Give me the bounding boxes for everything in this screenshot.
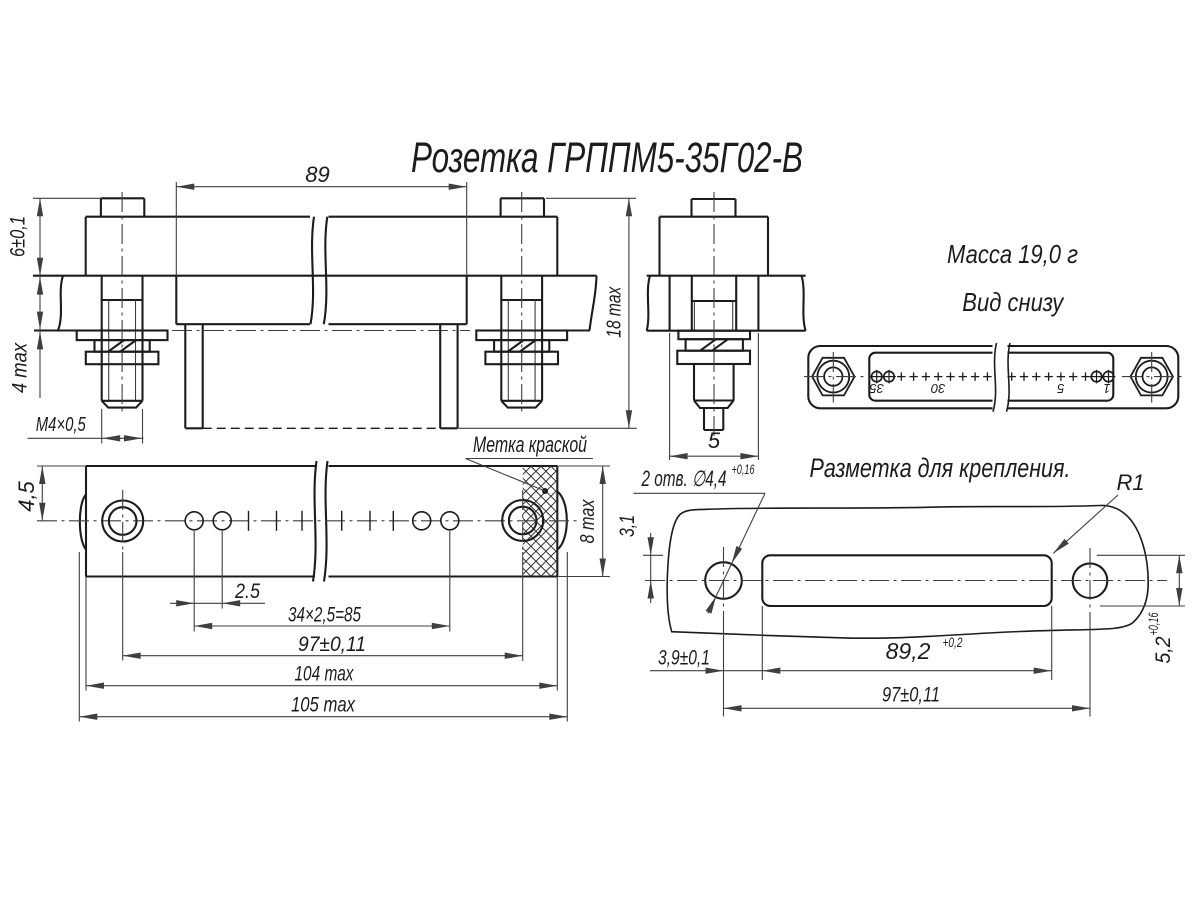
svg-text:97±0,11: 97±0,11 — [298, 633, 366, 656]
svg-text:3,1: 3,1 — [616, 515, 639, 537]
svg-text:97±0,11: 97±0,11 — [882, 684, 940, 707]
svg-text:3,9±0,1: 3,9±0,1 — [658, 647, 710, 670]
svg-text:104 max: 104 max — [295, 663, 355, 686]
svg-text:5,2: 5,2 — [1152, 636, 1175, 663]
svg-text:4,5: 4,5 — [14, 480, 39, 511]
svg-text:6±0,1: 6±0,1 — [7, 216, 30, 257]
svg-text:89,2: 89,2 — [886, 638, 931, 664]
svg-text:Масса 19,0 г: Масса 19,0 г — [947, 239, 1078, 269]
svg-text:30: 30 — [930, 381, 945, 396]
svg-text:Розетка ГРППМ5-35Г02-В: Розетка ГРППМ5-35Г02-В — [411, 134, 803, 182]
svg-text:R1: R1 — [1116, 470, 1144, 495]
svg-text:5: 5 — [708, 428, 721, 453]
svg-text:2.5: 2.5 — [234, 580, 260, 603]
svg-text:+0,16: +0,16 — [732, 461, 755, 477]
svg-text:5: 5 — [1057, 381, 1065, 396]
svg-text:89: 89 — [305, 162, 329, 187]
svg-text:18 max: 18 max — [604, 286, 626, 338]
svg-text:Метка краской: Метка краской — [473, 432, 587, 457]
svg-text:М4×0,5: М4×0,5 — [36, 414, 87, 436]
svg-text:+0,2: +0,2 — [943, 634, 963, 650]
svg-text:+0,16: +0,16 — [1145, 612, 1161, 635]
svg-text:4 max: 4 max — [9, 342, 32, 393]
svg-text:1: 1 — [1103, 381, 1110, 396]
svg-text:105 max: 105 max — [291, 694, 356, 717]
svg-text:Разметка для крепления.: Разметка для крепления. — [810, 453, 1071, 483]
svg-text:35: 35 — [869, 381, 884, 396]
svg-text:2 отв. ∅4,4: 2 отв. ∅4,4 — [641, 466, 727, 491]
svg-text:Вид снизу: Вид снизу — [962, 287, 1065, 317]
svg-text:34×2,5=85: 34×2,5=85 — [288, 604, 361, 627]
svg-text:8 max: 8 max — [577, 499, 599, 544]
